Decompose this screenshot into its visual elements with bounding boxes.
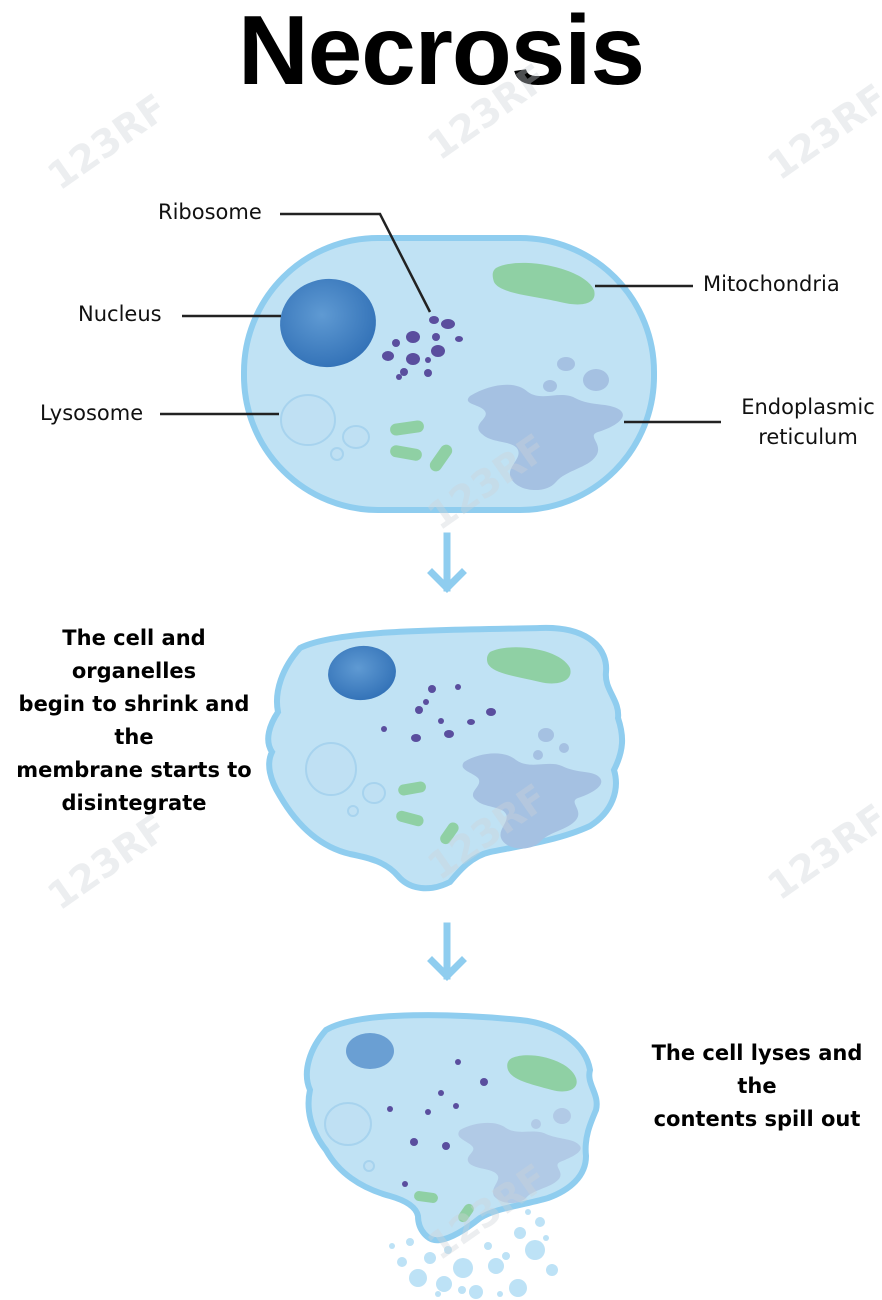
stage2-caption-line4: disintegrate	[61, 791, 207, 815]
page-title: Necrosis	[237, 0, 645, 105]
endoplasmic-reticulum-label: Endoplasmic reticulum	[734, 392, 882, 452]
shrinking-cell	[265, 624, 626, 892]
lysosome-label: Lysosome	[40, 401, 144, 425]
stage2-caption-line3: membrane starts to	[16, 758, 252, 782]
mitochondria-shape	[492, 262, 595, 305]
small-mitochondria	[396, 781, 459, 845]
lysosome-shape	[324, 1102, 375, 1172]
stage2-caption-line1: The cell and organelles	[62, 626, 206, 683]
mitochondria-shape	[507, 1055, 577, 1092]
lysing-cell	[303, 1012, 600, 1299]
nucleus-shape	[280, 278, 376, 368]
mitochondria-label: Mitochondria	[703, 272, 840, 296]
stage2-caption-line2: begin to shrink and the	[18, 692, 250, 749]
er-label-line1: Endoplasmic	[741, 395, 875, 419]
stage2-caption: The cell and organelles begin to shrink …	[0, 622, 268, 820]
down-arrow-1	[427, 532, 467, 593]
ribosome-dots	[381, 684, 496, 742]
ribosome-dots	[382, 316, 463, 380]
small-mitochondria	[390, 420, 453, 472]
stage3-caption-line2: contents spill out	[653, 1107, 861, 1131]
lysosome-shape	[280, 394, 370, 461]
ribosome-dots	[387, 1059, 488, 1187]
stage3-caption: The cell lyses and the contents spill ou…	[632, 1037, 882, 1136]
healthy-cell	[160, 212, 721, 513]
er-label-line2: reticulum	[758, 425, 858, 449]
nucleus-shape	[346, 1033, 394, 1069]
stage3-caption-line1: The cell lyses and the	[651, 1041, 863, 1098]
label-leader-lines	[160, 212, 721, 424]
ribosome-label: Ribosome	[158, 200, 262, 224]
down-arrow-2	[427, 922, 467, 981]
nucleus-label: Nucleus	[78, 302, 162, 326]
spilled-contents	[389, 1209, 558, 1299]
small-mitochondria	[414, 1191, 474, 1223]
endoplasmic-reticulum-shape	[462, 728, 602, 849]
mitochondria-shape	[486, 647, 571, 684]
lysosome-shape	[305, 742, 386, 817]
endoplasmic-reticulum-shape	[467, 357, 623, 491]
endoplasmic-reticulum-shape	[458, 1108, 581, 1204]
nucleus-shape	[328, 645, 396, 701]
